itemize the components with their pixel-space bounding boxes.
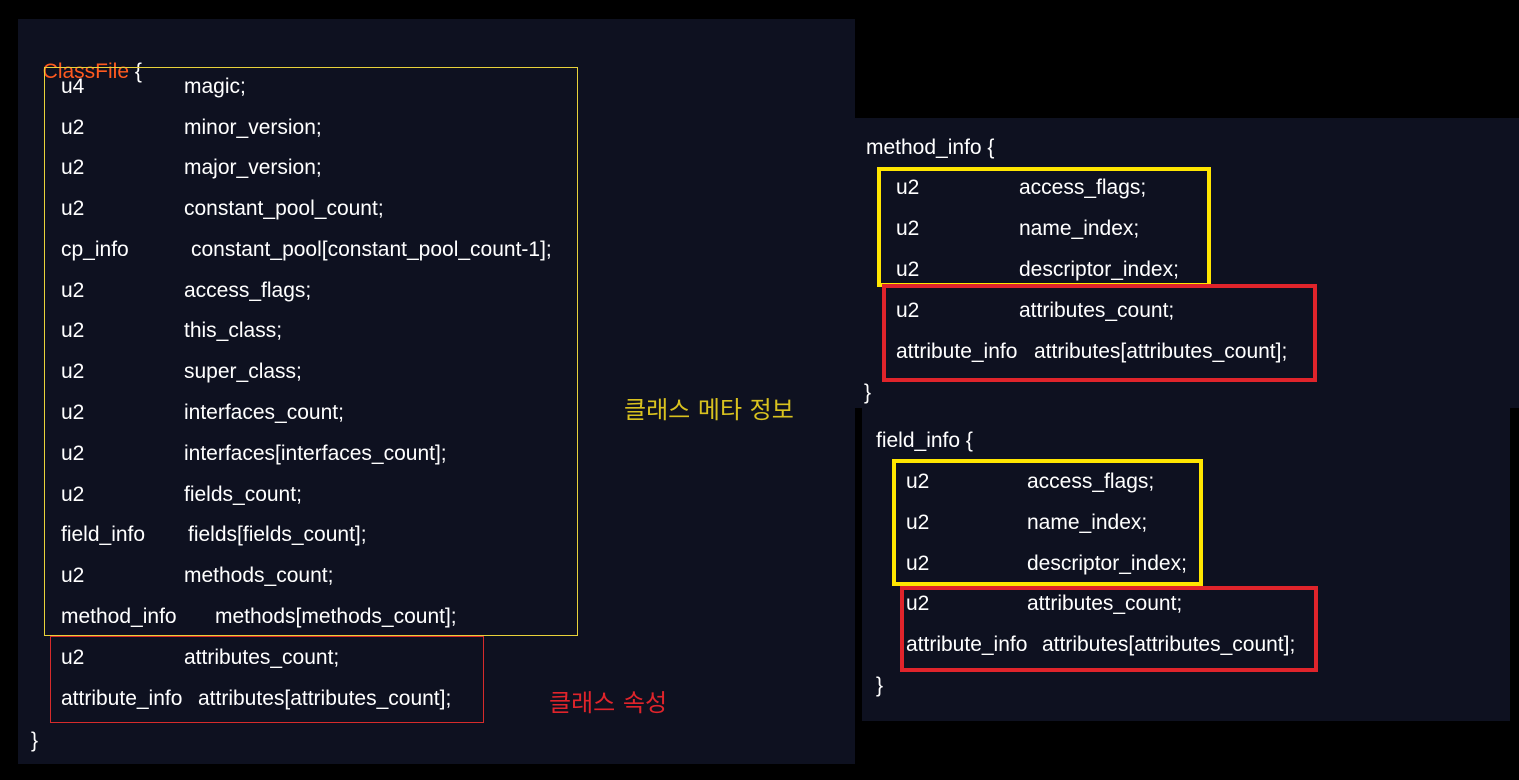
field-type: cp_info <box>61 238 129 261</box>
field-name: minor_version; <box>184 116 322 139</box>
field-name: name_index; <box>1019 217 1140 240</box>
field-type: u2 <box>906 470 930 493</box>
field-name: interfaces_count; <box>184 401 344 424</box>
field-type: u2 <box>906 511 930 534</box>
field-name: attributes_count; <box>1027 592 1183 615</box>
field-name: attributes_count; <box>1019 299 1175 322</box>
field-type: u2 <box>896 176 920 199</box>
field-type: u2 <box>61 360 85 383</box>
field-name: fields_count; <box>184 483 302 506</box>
field-name: methods[methods_count]; <box>215 605 457 628</box>
method-attribute-box <box>882 284 1317 382</box>
field-type: u2 <box>906 552 930 575</box>
field-name: attributes[attributes_count]; <box>1034 340 1288 363</box>
classfile-close-brace: } <box>31 729 39 752</box>
field-type: field_info <box>61 523 146 546</box>
field-type: attribute_info <box>896 340 1018 363</box>
field-type: u2 <box>906 592 930 615</box>
field-name: attributes[attributes_count]; <box>1042 633 1296 656</box>
field-name: name_index; <box>1027 511 1148 534</box>
field-name: constant_pool_count; <box>184 197 384 220</box>
field-attribute-box <box>900 586 1318 672</box>
field-name: access_flags; <box>1019 176 1147 199</box>
field-type: u2 <box>61 319 85 342</box>
field-type: u2 <box>896 217 920 240</box>
field-type: u2 <box>61 401 85 424</box>
classfile-open-brace: { <box>134 60 142 83</box>
field-type: u2 <box>61 116 85 139</box>
field-name: descriptor_index; <box>1019 258 1179 281</box>
field-name: access_flags; <box>1027 470 1155 493</box>
classfile-keyword: ClassFile <box>42 60 130 83</box>
field-name: this_class; <box>184 319 283 342</box>
field-type: u2 <box>896 258 920 281</box>
field-type: u2 <box>61 483 85 506</box>
field-type: u2 <box>61 646 85 669</box>
field-type: u4 <box>61 75 85 98</box>
field-type: attribute_info <box>906 633 1028 656</box>
field-meta-box <box>892 459 1203 586</box>
field-type: u2 <box>896 299 920 322</box>
class-meta-box <box>44 67 578 636</box>
field-type: method_info <box>61 605 177 628</box>
field-info-header: field_info { <box>876 429 973 452</box>
field-type: u2 <box>61 564 85 587</box>
field-name: fields[fields_count]; <box>188 523 367 546</box>
field-name: magic; <box>184 75 246 98</box>
method-info-panel <box>855 118 1519 408</box>
classfile-header: ClassFile { <box>31 33 142 85</box>
method-info-close-brace: } <box>864 381 872 404</box>
field-name: constant_pool[constant_pool_count-1]; <box>191 238 552 261</box>
field-type: u2 <box>61 197 85 220</box>
class-attribute-box <box>50 636 484 723</box>
field-type: u2 <box>61 156 85 179</box>
field-name: methods_count; <box>184 564 334 587</box>
class-meta-label: 클래스 메타 정보 <box>624 396 794 424</box>
field-name: descriptor_index; <box>1027 552 1187 575</box>
field-info-close-brace: } <box>876 674 884 697</box>
field-name: access_flags; <box>184 279 312 302</box>
field-type: u2 <box>61 442 85 465</box>
field-type: attribute_info <box>61 687 183 710</box>
field-name: attributes[attributes_count]; <box>198 687 452 710</box>
field-name: attributes_count; <box>184 646 340 669</box>
field-name: interfaces[interfaces_count]; <box>184 442 447 465</box>
field-name: major_version; <box>184 156 322 179</box>
method-info-header: method_info { <box>866 136 995 159</box>
classfile-panel <box>18 19 855 764</box>
class-attribute-label: 클래스 속성 <box>549 689 668 717</box>
field-type: u2 <box>61 279 85 302</box>
field-name: super_class; <box>184 360 302 383</box>
